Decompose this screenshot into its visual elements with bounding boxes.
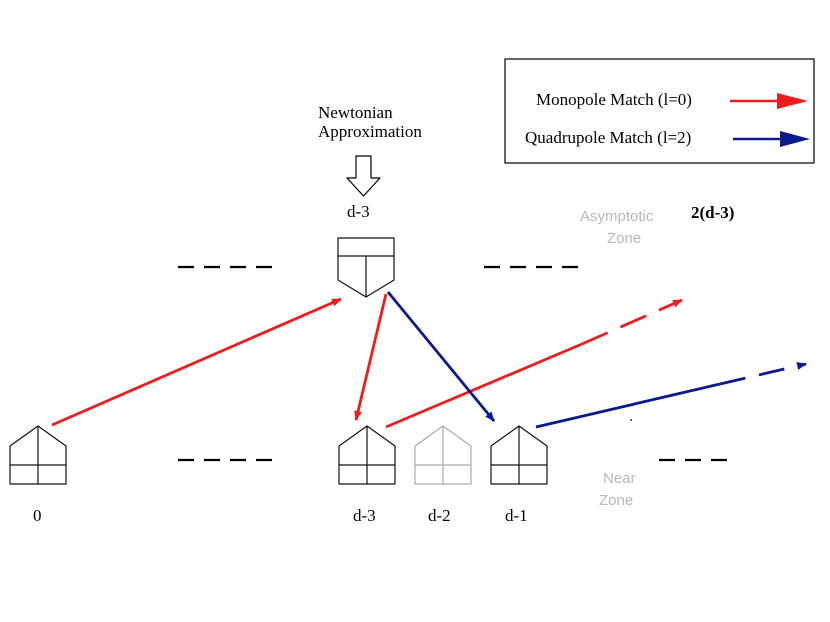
top-node-box — [337, 237, 395, 298]
monopole-arrow-d3-outward — [385, 342, 583, 429]
newtonian-label-line1: Newtonian — [318, 103, 393, 122]
asymptotic-zone-line1: Asymptotic — [580, 208, 654, 225]
bottom-node-d2-label: d-2 — [428, 506, 451, 525]
bottom-node-d2-box — [414, 425, 472, 485]
newtonian-label-line2: Approximation — [318, 122, 422, 141]
legend-quadrupole-label: Quadrupole Match (l=2) — [525, 128, 691, 147]
bottom-node-d1-box — [490, 425, 548, 485]
near-zone-line1: Near — [603, 470, 636, 487]
legend: Monopole Match (l=0) Quadrupole Match (l… — [504, 58, 815, 164]
bottom-node-0-box — [9, 425, 67, 485]
bottom-node-d3-label: d-3 — [353, 506, 376, 525]
quadrupole-arrow-top-to-d1 — [386, 291, 496, 422]
legend-quadrupole-arrowhead — [780, 131, 810, 147]
quadrupole-arrow-d1-outward — [535, 382, 721, 429]
quadrupole-arrow-d1-outward-dashed — [719, 362, 807, 386]
bottom-node-d3-box — [338, 425, 396, 485]
monopole-arrow-0-to-top — [51, 297, 342, 427]
bottom-node-0-label: 0 — [33, 506, 42, 525]
asymptotic-zone-line2: Zone — [607, 230, 641, 247]
top-node-right-label: 2(d-3) — [691, 203, 734, 222]
monopole-arrow-top-to-d3 — [354, 293, 388, 421]
stray-dot — [630, 419, 632, 421]
near-zone-line2: Zone — [599, 492, 633, 509]
legend-monopole-label: Monopole Match (l=0) — [536, 90, 692, 109]
top-node-label: d-3 — [347, 202, 370, 221]
bottom-node-d1-label: d-1 — [505, 506, 528, 525]
hollow-down-arrow-icon — [346, 155, 381, 197]
monopole-arrow-d3-outward-dashed — [581, 298, 683, 346]
legend-border — [504, 58, 815, 164]
legend-monopole-arrowhead — [777, 93, 808, 109]
